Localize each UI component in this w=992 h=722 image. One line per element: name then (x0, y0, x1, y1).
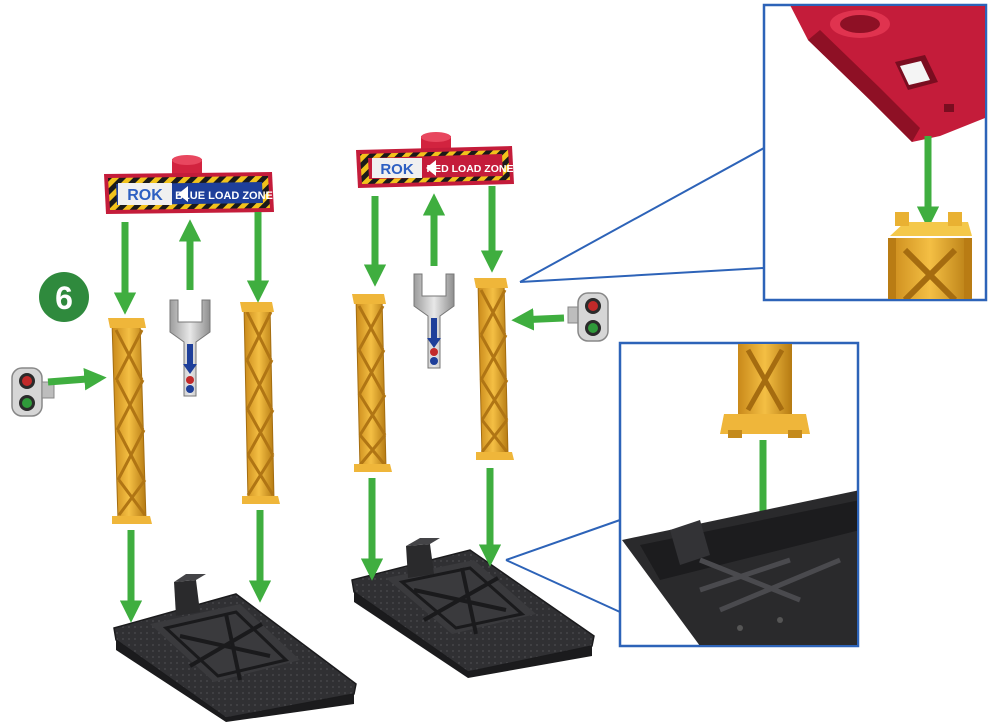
clamp-tool-blue (169, 299, 211, 397)
red-load-zone-sign: ROK RED LOAD ZONE (356, 132, 514, 188)
girder-blue-left (108, 318, 152, 524)
blue-sign-logo: ROK (127, 187, 163, 204)
signal-light-right (567, 292, 609, 342)
step-badge: 6 (39, 272, 89, 322)
arrow-signal-to-girder-right (511, 308, 565, 331)
step-number: 6 (55, 280, 73, 316)
arrow-signal-to-girder-left (47, 368, 107, 391)
girder-bottom-closeup (720, 344, 810, 438)
red-sign-label: RED LOAD ZONE (427, 163, 514, 175)
detail-callout-top (762, 3, 988, 302)
girder-top-closeup (888, 212, 972, 299)
girder-red-left (352, 294, 392, 472)
base-plate-red (351, 538, 595, 678)
blue-sign-label: BLUE LOAD ZONE (175, 190, 273, 202)
sign-underside-closeup (790, 6, 985, 142)
signal-light-left (11, 367, 55, 417)
blue-load-zone-sign: ROK BLUE LOAD ZONE (104, 155, 274, 214)
base-closeup (622, 490, 857, 645)
girder-blue-right (240, 302, 280, 504)
detail-callout-bottom (618, 341, 860, 648)
callout-connector-bottom (505, 519, 621, 613)
callout-connector-top (519, 147, 765, 283)
clamp-tool-red (413, 273, 455, 369)
assembly-arrows (47, 186, 565, 623)
girder-red-right (474, 278, 514, 460)
base-plate-blue (113, 574, 357, 722)
red-sign-logo: ROK (380, 161, 414, 178)
